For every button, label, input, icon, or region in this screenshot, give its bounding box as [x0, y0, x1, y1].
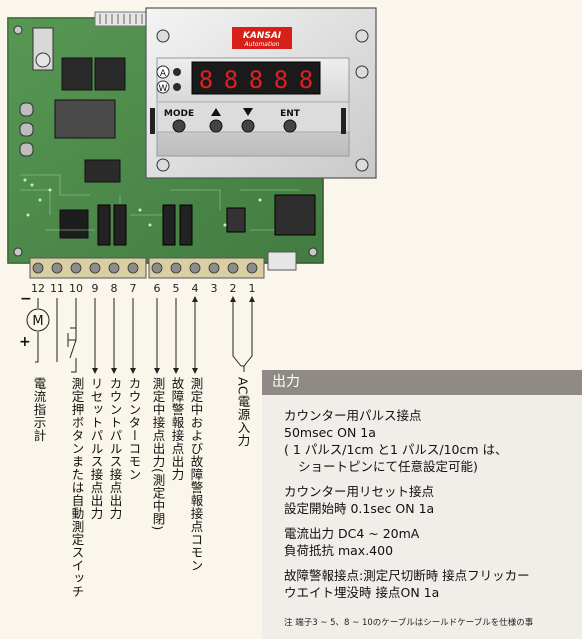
display-digit-4: 8	[274, 66, 288, 94]
capacitor-1	[19, 102, 34, 117]
label-measure-switch: 測定押ボタンまたは自動測定スイッチ	[69, 377, 85, 598]
current-output-block: 電流出力 DC4 ~ 20mA 負荷抵抗 max.400	[284, 525, 574, 559]
relay-large	[54, 99, 116, 139]
side-bar-left	[150, 108, 155, 134]
label-count-pulse: カウントパルス接点出力	[107, 377, 123, 520]
output-line-8: 負荷抵抗 max.400	[284, 543, 394, 558]
pushbutton-switch-icon	[67, 324, 77, 359]
terminal-number-12: 12	[31, 282, 45, 295]
mode-w-label: W	[159, 84, 168, 94]
terminal-number-6: 6	[154, 282, 161, 295]
ent-button[interactable]	[283, 119, 297, 133]
capacitor-2	[19, 122, 34, 137]
small-relay	[226, 207, 246, 233]
mode-a-circle	[156, 65, 170, 79]
arrowheads	[92, 296, 255, 374]
output-header: 出力	[262, 370, 582, 395]
motor-minus: −	[20, 291, 32, 307]
relay-2	[113, 204, 127, 246]
output-note: 注 端子3 ~ 5、8 ~ 10のケーブルはシールドケーブルを仕様の事	[284, 618, 534, 628]
terminal-number-7: 7	[130, 282, 137, 295]
plate-screw-bl	[156, 158, 170, 172]
led-a	[173, 68, 181, 76]
mode-w-circle	[156, 80, 170, 94]
label-fault-alarm: 故障警報接点出力	[169, 377, 185, 481]
counter-pulse-block: カウンター用パルス接点 50msec ON 1a ( 1 パルス/1cm と1 …	[284, 407, 574, 475]
wiring	[35, 298, 253, 373]
pcb-screw-bottom-right	[308, 247, 318, 257]
up-arrow-icon	[211, 108, 221, 116]
plate-screw-mr	[355, 65, 369, 79]
mode-button-label: MODE	[164, 109, 194, 119]
output-line-6: 設定開始時 0.1sec ON 1a	[284, 501, 435, 516]
power-connector	[267, 251, 297, 271]
output-line-9: 故障警報接点:測定尺切断時 接点フリッカー	[284, 568, 530, 583]
motor-symbol	[26, 308, 50, 332]
pcb-screw-bottom-left	[13, 247, 23, 257]
output-line-5: カウンター用リセット接点	[284, 484, 435, 499]
ic-chip-4	[84, 159, 121, 183]
side-bar-right	[341, 108, 346, 134]
mode-button[interactable]	[172, 119, 186, 133]
terminal-number-8: 8	[111, 282, 118, 295]
seven-segment-display	[191, 61, 321, 95]
fault-alarm-block: 故障警報接点:測定尺切断時 接点フリッカー ウエイト埋没時 接点ON 1a	[284, 567, 574, 601]
down-arrow-icon	[243, 108, 253, 116]
display-digit-2: 8	[224, 66, 238, 94]
plate-screw-tl	[156, 29, 170, 43]
display-digit-5: 8	[299, 66, 313, 94]
terminal-number-1: 1	[249, 282, 256, 295]
output-line-1: カウンター用パルス接点	[284, 408, 422, 423]
output-panel: カウンター用パルス接点 50msec ON 1a ( 1 パルス/1cm と1 …	[262, 395, 582, 639]
terminal-number-11: 11	[50, 282, 64, 295]
terminal-screws	[32, 262, 258, 274]
ent-button-label: ENT	[280, 109, 301, 119]
counter-reset-block: カウンター用リセット接点 設定開始時 0.1sec ON 1a	[284, 483, 574, 517]
motor-plus: +	[19, 334, 31, 350]
terminal-number-10: 10	[69, 282, 83, 295]
logo-subtext: Automation	[244, 41, 280, 48]
output-line-3: ( 1 パルス/1cm と1 パルス/10cm は、	[284, 442, 508, 457]
potentiometer-knob	[35, 52, 51, 68]
mode-a-label: A	[160, 69, 167, 79]
led-w	[173, 83, 181, 91]
logo-box	[232, 27, 292, 49]
ic-chip-2	[94, 57, 126, 91]
motor-label: M	[32, 314, 43, 329]
terminal-number-4: 4	[192, 282, 199, 295]
relay-3	[162, 204, 176, 246]
terminal-number-9: 9	[92, 282, 99, 295]
label-reset-pulse: リセットパルス接点出力	[88, 377, 104, 520]
ic-chip-1	[61, 57, 93, 91]
plate-screw-tr	[355, 29, 369, 43]
label-ac-power: AC電源入力	[235, 377, 251, 448]
terminal-number-5: 5	[173, 282, 180, 295]
pcb-dots	[23, 178, 262, 227]
output-line-7: 電流出力 DC4 ~ 20mA	[284, 526, 420, 541]
output-line-10: ウエイト埋没時 接点ON 1a	[284, 585, 440, 600]
terminal-number-3: 3	[211, 282, 218, 295]
relay-4	[179, 204, 193, 246]
label-measuring-contact: 測定中接点出力(測定中閉)	[150, 377, 166, 531]
pcb-screw-top-left	[13, 25, 23, 35]
label-alarm-common: 測定中および故障警報接点コモン	[188, 377, 204, 572]
label-counter-common: カウンターコモン	[126, 377, 142, 481]
transformer	[274, 194, 316, 236]
output-line-2: 50msec ON 1a	[284, 425, 376, 440]
display-digit-1: 8	[199, 66, 213, 94]
output-line-4: ショートピンにて任意設定可能)	[298, 459, 478, 474]
down-button[interactable]	[241, 119, 255, 133]
ic-chip-3	[59, 209, 89, 239]
capacitor-3	[19, 142, 34, 157]
display-digit-3: 8	[249, 66, 263, 94]
logo-text: KANSAI	[243, 31, 282, 41]
up-button[interactable]	[209, 119, 223, 133]
terminal-number-2: 2	[230, 282, 237, 295]
plate-screw-br	[355, 158, 369, 172]
label-current-indicator: 電流指示計	[31, 377, 47, 442]
relay-1	[97, 204, 111, 246]
